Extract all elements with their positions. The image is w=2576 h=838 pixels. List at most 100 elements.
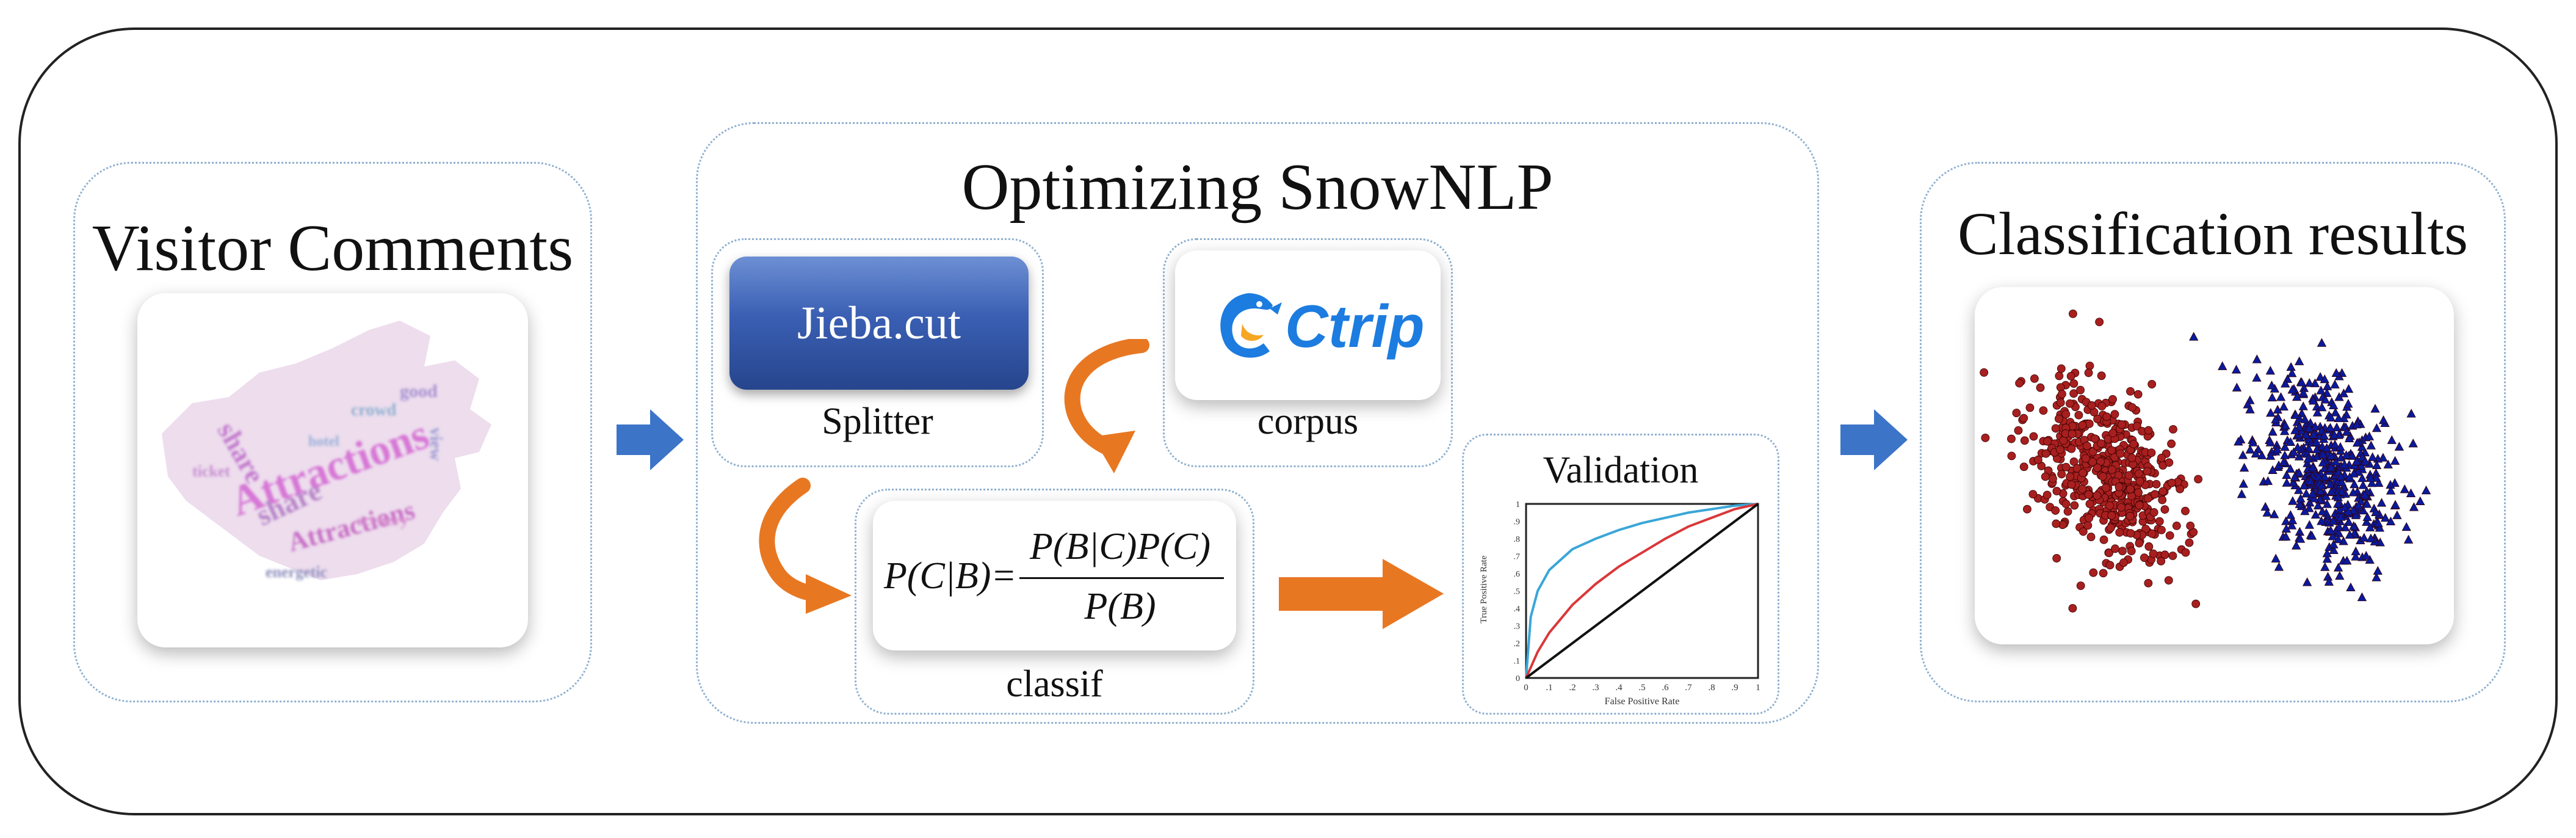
scatter-point-circle <box>2078 421 2087 430</box>
scatter-point-circle <box>2084 490 2093 499</box>
scatter-point-triangle <box>2307 531 2317 540</box>
scatter-point-circle <box>2069 309 2077 318</box>
scatter-point-triangle <box>2286 362 2296 371</box>
scatter-point-triangle <box>2409 502 2419 511</box>
scatter-point-triangle <box>2372 460 2382 469</box>
wordcloud-word: view <box>426 428 445 461</box>
scatter-point-circle <box>2160 505 2169 514</box>
scatter-point-triangle <box>2271 553 2281 563</box>
scatter-point-triangle <box>2294 422 2304 431</box>
scatter-point-triangle <box>2383 459 2393 468</box>
scatter-point-triangle <box>2239 462 2249 472</box>
scatter-point-triangle <box>2303 454 2313 463</box>
roc-x-tick: .5 <box>1638 683 1645 693</box>
scatter-point-triangle <box>2362 517 2372 526</box>
classifier-caption: classif <box>1006 663 1103 705</box>
roc-x-tick: .7 <box>1685 683 1692 693</box>
scatter-point-triangle <box>2272 445 2282 454</box>
wordcloud-word: hotel <box>308 434 339 450</box>
roc-y-tick: .3 <box>1514 622 1521 632</box>
scatter-point-circle <box>1981 434 1990 442</box>
scatter-point-circle <box>2055 414 2063 423</box>
scatter-point-triangle <box>2348 487 2358 497</box>
scatter-point-triangle <box>2344 517 2354 526</box>
wordcloud-word: good <box>400 381 438 401</box>
scatter-point-triangle <box>2282 478 2292 487</box>
scatter-point-circle <box>2066 372 2075 381</box>
scatter-point-circle <box>2085 500 2094 508</box>
scatter-point-triangle <box>2298 401 2308 410</box>
scatter-point-triangle <box>2356 461 2366 470</box>
scatter-point-circle <box>2127 547 2136 556</box>
scatter-point-circle <box>2078 484 2087 494</box>
scatter-point-triangle <box>2331 457 2341 466</box>
scatter-point-circle <box>2020 436 2029 445</box>
scatter-point-triangle <box>2291 410 2301 419</box>
scatter-point-triangle <box>2392 510 2402 519</box>
scatter-point-triangle <box>2326 486 2337 495</box>
scatter-point-circle <box>2167 478 2176 487</box>
scatter-point-triangle <box>2248 437 2258 446</box>
optimizing-snownlp-title: Optimizing SnowNLP <box>961 151 1554 224</box>
scatter-point-circle <box>2052 487 2061 495</box>
scatter-point-circle <box>2007 451 2016 461</box>
scatter-point-triangle <box>2218 361 2227 370</box>
scatter-point-triangle <box>2294 485 2304 494</box>
scatter-point-triangle <box>2322 388 2332 397</box>
scatter-point-triangle <box>2302 577 2312 586</box>
scatter-point-triangle <box>2335 512 2346 521</box>
scatter-point-triangle <box>2415 496 2425 505</box>
scatter-point-triangle <box>2351 546 2361 556</box>
scatter-point-triangle <box>2362 499 2372 508</box>
cluster-red <box>1980 309 2202 613</box>
scatter-point-triangle <box>2234 437 2243 446</box>
scatter-point-circle <box>2149 508 2158 517</box>
scatter-point-triangle <box>2319 431 2329 440</box>
scatter-point-circle <box>2116 449 2125 458</box>
scatter-point-triangle <box>2401 522 2411 531</box>
scatter-point-circle <box>2185 538 2194 547</box>
scatter-point-circle <box>2135 469 2143 478</box>
scatter-point-circle <box>2033 455 2042 464</box>
scatter-point-triangle <box>2365 473 2376 482</box>
scatter-point-circle <box>2160 550 2169 559</box>
scatter-point-triangle <box>2304 520 2315 529</box>
validation-title: Validation <box>1543 450 1699 491</box>
scatter-point-circle <box>2144 578 2153 588</box>
scatter-point-triangle <box>2345 472 2355 481</box>
scatter-point-triangle <box>2189 332 2199 341</box>
scatter-point-circle <box>2014 426 2023 435</box>
scatter-point-circle <box>2126 529 2135 538</box>
scatter-point-circle <box>2127 492 2136 501</box>
scatter-point-circle <box>2063 507 2072 516</box>
scatter-point-circle <box>2079 527 2088 536</box>
cluster-blue <box>2189 332 2431 602</box>
roc-y-tick: .8 <box>1514 535 1521 544</box>
scatter-point-circle <box>2061 462 2071 472</box>
scatter-point-triangle <box>2309 493 2319 503</box>
scatter-point-triangle <box>2312 437 2321 446</box>
scatter-point-circle <box>2181 548 2190 557</box>
scatter-point-triangle <box>2276 392 2286 401</box>
scatter-point-circle <box>2115 483 2124 491</box>
scatter-point-circle <box>2099 535 2108 544</box>
scatter-point-triangle <box>2322 548 2332 558</box>
scatter-point-triangle <box>2310 509 2321 519</box>
scatter-card <box>1975 287 2454 644</box>
scatter-point-circle <box>2052 519 2061 528</box>
scatter-point-triangle <box>2334 413 2343 422</box>
scatter-point-circle <box>2167 439 2176 448</box>
scatter-point-circle <box>2118 420 2126 429</box>
scatter-point-circle <box>2165 531 2174 540</box>
scatter-point-circle <box>2140 553 2149 563</box>
scatter-point-triangle <box>2320 472 2329 481</box>
scatter-point-triangle <box>2378 453 2388 462</box>
scatter-point-circle <box>2157 453 2166 462</box>
scatter-point-circle <box>2093 491 2102 500</box>
scatter-point-circle <box>2157 556 2166 566</box>
scatter-point-circle <box>2023 505 2031 514</box>
scatter-point-triangle <box>2335 442 2345 451</box>
scatter-point-circle <box>2041 449 2050 458</box>
scatter-point-triangle <box>2400 484 2410 494</box>
scatter-point-triangle <box>2317 402 2327 412</box>
